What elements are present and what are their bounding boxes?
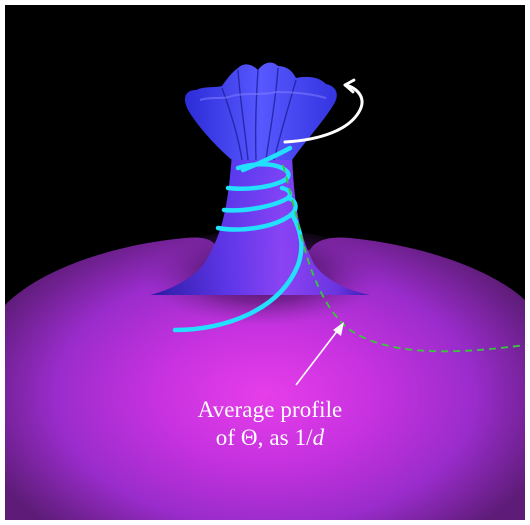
- annotation-line-2: of Θ, as 1/d: [120, 424, 420, 452]
- average-profile-curve: [282, 164, 526, 353]
- vortex-crown: [184, 62, 337, 161]
- surface-sheet: [5, 237, 525, 520]
- pointer-arrow-line: [295, 329, 339, 386]
- pointer-arrow-head: [333, 322, 344, 336]
- annotation-math-one: 1: [294, 425, 307, 450]
- rotation-arrow: [283, 78, 364, 144]
- crown-highlight: [199, 90, 327, 101]
- annotation-line-1: Average profile: [197, 397, 343, 422]
- helix-tail: [172, 211, 304, 333]
- pointer-arrow: [295, 322, 344, 386]
- helix-turn-2: [225, 162, 291, 191]
- crown-fold-lines: [221, 67, 297, 161]
- annotation-math-variable: d: [312, 425, 325, 450]
- helix-turn-1: [240, 145, 293, 173]
- crown-petals: [184, 62, 337, 160]
- rotation-arrow-shaft: [283, 83, 364, 144]
- annotation-math-slash: /: [306, 425, 313, 450]
- annotation-line-2-prefix: of Θ, as: [215, 425, 295, 450]
- rotation-arrow-head: [343, 78, 356, 94]
- helix-curve: [172, 145, 304, 333]
